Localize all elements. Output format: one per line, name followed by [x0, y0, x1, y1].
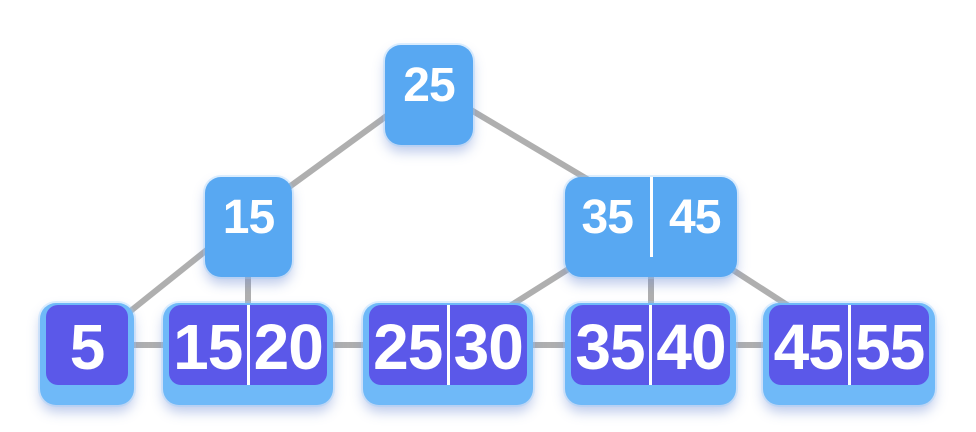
node-key: 15: [222, 191, 275, 244]
key-divider: [649, 177, 653, 257]
node-key: 25: [403, 59, 455, 112]
key-divider: [649, 305, 652, 385]
node-key: 20: [253, 311, 324, 383]
key-divider: [246, 305, 250, 385]
node-key: 30: [453, 311, 524, 383]
node-key: 35: [581, 191, 634, 244]
node-key: 5: [69, 311, 106, 383]
node-key: 15: [173, 311, 243, 383]
leaf-node-5: 5: [40, 303, 134, 405]
node-key-area: 15: [205, 177, 292, 257]
internal-node-35-45: 35 45: [565, 177, 737, 277]
node-key: 40: [656, 311, 726, 383]
node-key: 25: [373, 311, 443, 383]
node-key: 35: [575, 311, 645, 383]
node-key-area: 5: [46, 305, 128, 385]
node-key: 55: [855, 311, 925, 383]
node-key: 45: [773, 311, 844, 383]
key-divider: [847, 305, 851, 385]
node-key-area: 25: [385, 45, 473, 125]
node-key: 45: [669, 191, 721, 244]
node-key-area: 35 45: [565, 177, 737, 257]
internal-node-15: 15: [205, 177, 292, 277]
key-divider: [446, 305, 450, 385]
internal-node-25: 25: [385, 45, 473, 145]
